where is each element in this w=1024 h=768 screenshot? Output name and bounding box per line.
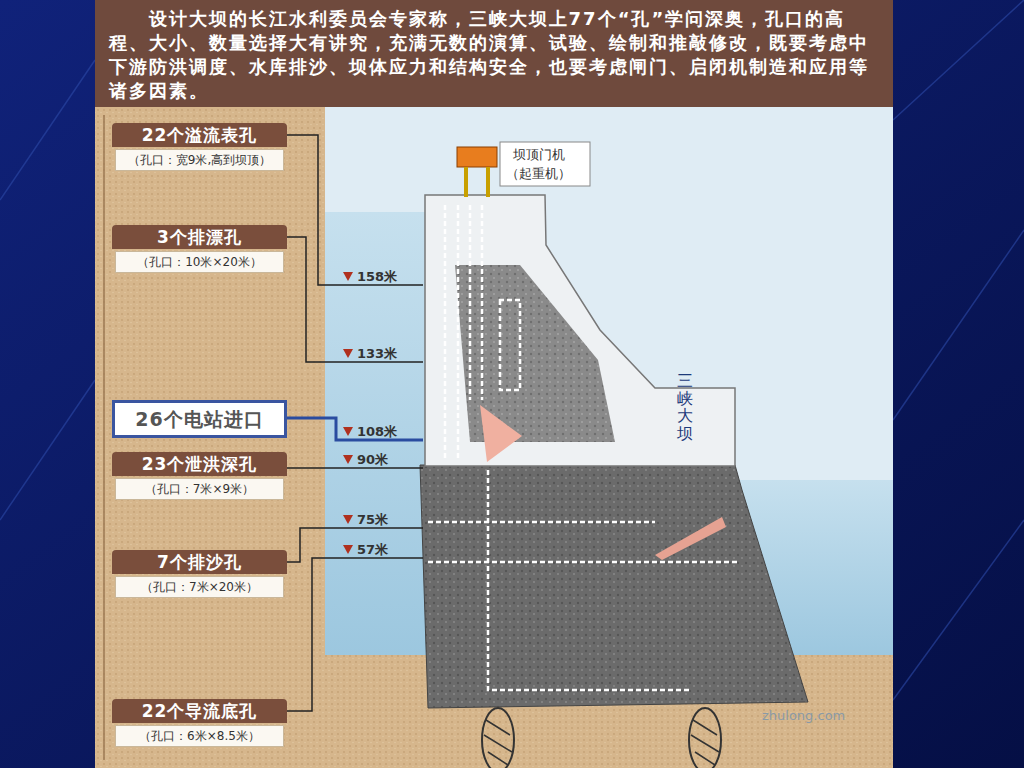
hole-size: （孔口：10米×20米）	[115, 251, 284, 273]
crane-body	[457, 147, 497, 167]
elevation-label: 133米	[357, 345, 397, 363]
dam-upper	[425, 195, 735, 466]
hole-label: 7个排沙孔（孔口：7米×20米）	[112, 550, 287, 598]
hole-size: （孔口：宽9米,高到坝顶）	[115, 149, 284, 171]
hole-size: （孔口：7米×9米）	[115, 478, 284, 500]
hole-count: 26个电站进口	[112, 400, 287, 438]
hole-count: 3个排漂孔	[112, 225, 287, 249]
hole-size: （孔口：7米×20米）	[115, 576, 284, 598]
elevation-marker	[343, 545, 353, 554]
bg-line	[0, 380, 95, 520]
title-text: 设计大坝的长江水利委员会专家称，三峡大坝上77个“孔”学问深奥，孔口的高程、大小…	[109, 7, 879, 103]
gallery	[488, 470, 690, 690]
bg-line	[893, 520, 1024, 700]
sky	[325, 107, 893, 768]
hole-label: 22个导流底孔（孔口：6米×8.5米）	[112, 699, 287, 747]
galleries	[428, 205, 740, 690]
hole-label: 3个排漂孔（孔口：10米×20米）	[112, 225, 287, 273]
gate-chamber	[500, 300, 520, 390]
hole-label: 26个电站进口	[112, 400, 287, 438]
leader-line	[287, 467, 423, 469]
leader-line	[287, 528, 423, 562]
leader-line	[287, 237, 423, 362]
pile-hatch	[484, 720, 719, 765]
reservoir-water	[325, 212, 430, 657]
deep-hole	[480, 405, 522, 462]
elevation-marker	[343, 515, 353, 524]
hole-count: 22个导流底孔	[112, 699, 287, 723]
elevation-marker	[343, 349, 353, 358]
hole-count: 7个排沙孔	[112, 550, 287, 574]
leader-line	[287, 418, 423, 440]
hole-label: 22个溢流表孔（孔口：宽9米,高到坝顶）	[112, 123, 287, 171]
elevation-marker	[343, 272, 353, 281]
hole-count: 22个溢流表孔	[112, 123, 287, 147]
dam-core	[455, 265, 615, 442]
gallery	[428, 521, 655, 524]
title-banner: 设计大坝的长江水利委员会专家称，三峡大坝上77个“孔”学问深奥，孔口的高程、大小…	[95, 0, 893, 107]
elevation-label: 75米	[357, 511, 388, 529]
watermark: zhulong.com	[762, 708, 845, 723]
gallery	[428, 561, 740, 564]
sand-hole	[655, 517, 726, 560]
elevation-marker	[343, 427, 353, 436]
elevation-label: 90米	[357, 451, 388, 469]
foundation-piles	[482, 708, 721, 768]
hole-size: （孔口：6米×8.5米）	[115, 725, 284, 747]
elevation-marker	[343, 455, 353, 464]
elevation-label: 57米	[357, 541, 388, 559]
crane-label-box	[500, 142, 590, 186]
leader-lines	[287, 135, 423, 711]
elevation-label: 158米	[357, 268, 397, 286]
bg-line	[0, 60, 95, 200]
bg-line	[893, 230, 1024, 420]
dam-base	[420, 465, 808, 708]
leader-line	[287, 558, 423, 711]
elevation-label: 108米	[357, 423, 397, 441]
label-panel	[95, 107, 325, 768]
crane-legs	[466, 167, 488, 197]
leader-line	[287, 135, 423, 285]
gate-shaft	[445, 205, 482, 460]
elevation-markers	[343, 272, 353, 554]
crane-label: 坝顶门机	[513, 146, 565, 164]
hole-label: 23个泄洪深孔（孔口：7米×9米）	[112, 452, 287, 500]
dam-name: 三峡大坝	[677, 372, 693, 442]
hole-count: 23个泄洪深孔	[112, 452, 287, 476]
bg-line	[893, 0, 1024, 120]
panel-line	[103, 115, 105, 760]
crane-label: （起重机）	[506, 165, 571, 183]
